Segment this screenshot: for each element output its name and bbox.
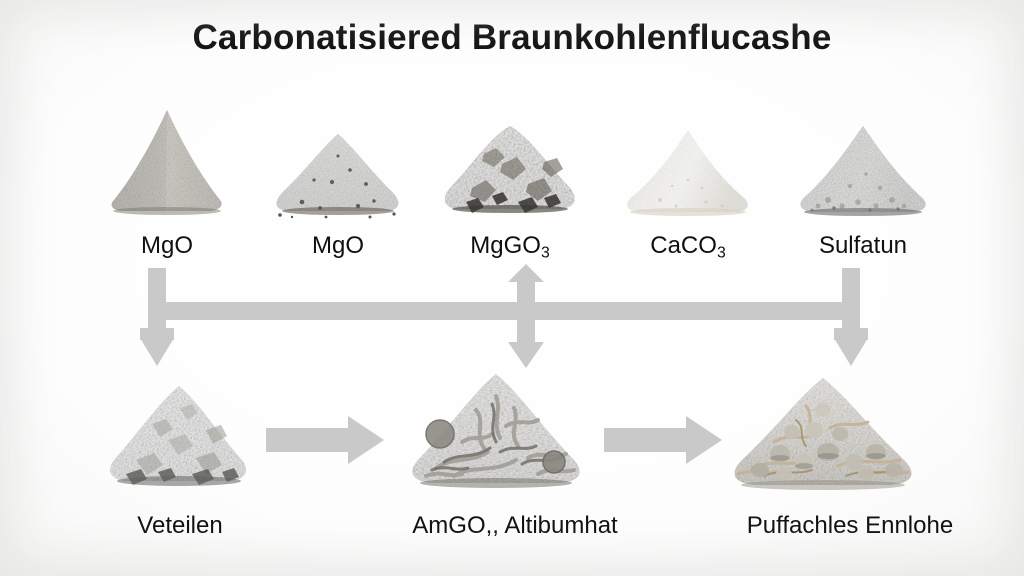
down-arrow-left (140, 268, 174, 366)
specimen-image-bottom-2 (396, 364, 596, 494)
specimen-image-bottom-1 (96, 372, 262, 492)
page-title: Carbonatisiered Braunkohlenflucashe (192, 18, 832, 57)
specimen-image-top-5 (784, 118, 942, 220)
down-arrow-right (834, 268, 868, 366)
double-arrow-center (508, 264, 544, 368)
pellet-and-straw-mix-graphic (734, 378, 912, 490)
flow-arrow-2 (604, 416, 722, 464)
specimen-label-top-2: MgO (311, 232, 364, 259)
specimen-image-bottom-3 (718, 368, 928, 496)
flow-arrow-1 (266, 416, 384, 464)
specimen-image-top-4 (610, 120, 766, 220)
specimen-image-top-2 (262, 122, 414, 220)
specimen-image-top-1 (92, 104, 242, 220)
specimen-image-top-3 (432, 118, 588, 220)
fibrous-noodle-heap-graphic (412, 374, 580, 488)
specimen-label-top-4: CaCO3 (650, 232, 726, 262)
specimen-label-bottom-1: Veteilen (137, 512, 223, 539)
specimen-label-bottom-3: Puffachles Ennlohe (746, 512, 954, 539)
mid-gray-granular-cone-graphic (800, 126, 926, 216)
flaky-gray-gravel-graphic (110, 386, 246, 486)
distribution-bus-arrows (140, 264, 868, 368)
white-conical-powder-graphic (627, 130, 748, 216)
specimen-label-bottom-2: AmGO,, Altibumhat (412, 512, 618, 539)
specimen-label-top-5: Sulfatun (818, 232, 908, 259)
dark-lump-chunks-graphic (445, 126, 575, 213)
specimen-label-top-1: MgO (140, 232, 193, 259)
specimen-label-top-3: MgGO3 (470, 232, 550, 262)
fine-conical-powder-graphic (111, 110, 222, 215)
connector-bus (148, 302, 860, 320)
coarse-granular-heap-graphic (276, 134, 399, 219)
